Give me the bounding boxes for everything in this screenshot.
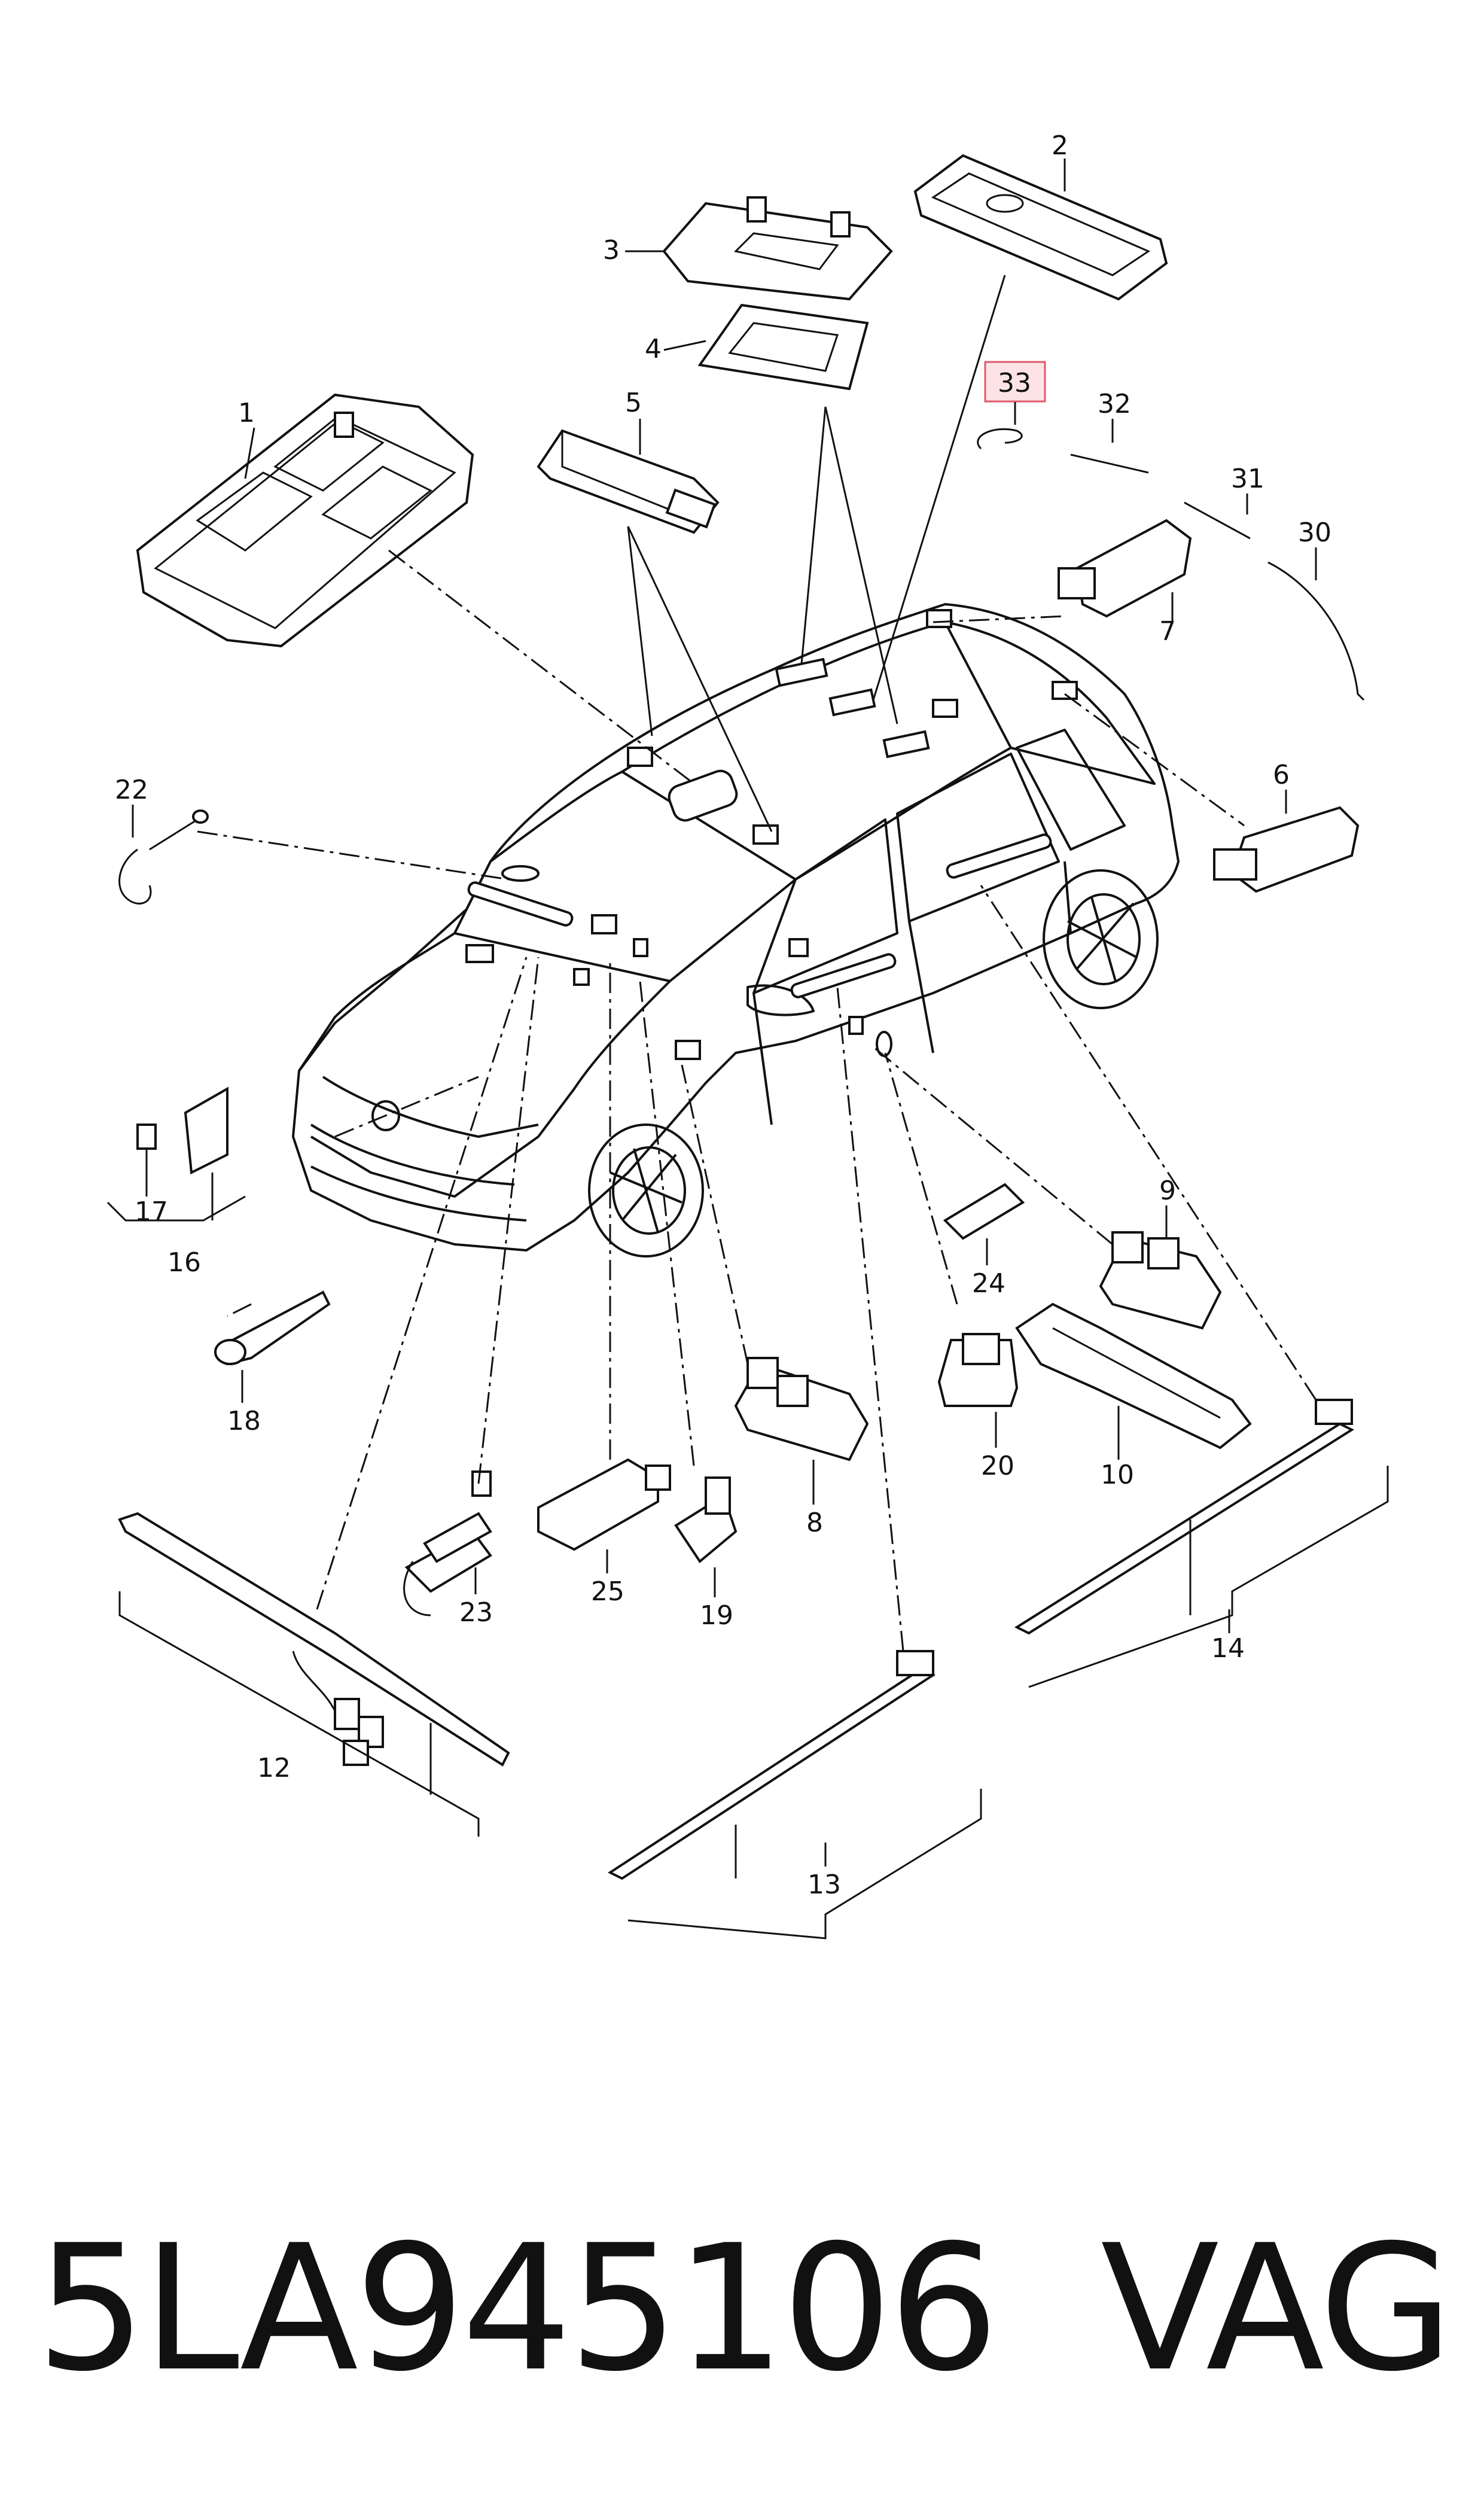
callout-7: 7 [1159, 616, 1176, 647]
callout-18: 18 [227, 1406, 261, 1436]
callout-9: 9 [1159, 1176, 1176, 1206]
callout-10: 10 [1101, 1460, 1134, 1490]
callout-6: 6 [1273, 760, 1290, 790]
part-4-lens [697, 303, 869, 391]
part-33-grip [977, 428, 1023, 450]
car-outline [292, 603, 1180, 1258]
callout-30: 30 [1298, 517, 1331, 548]
callout-14: 14 [1211, 1633, 1245, 1664]
lamp-markers [465, 609, 1078, 1060]
callout-19: 19 [700, 1600, 733, 1631]
callout-31: 31 [1231, 464, 1264, 494]
callout-20: 20 [981, 1451, 1014, 1481]
callout-22: 22 [115, 775, 148, 805]
part-18-holder [214, 1290, 331, 1366]
callout-32: 32 [1098, 389, 1131, 419]
callout-labels: 1 2 3 4 5 6 7 8 9 10 12 13 14 16 17 18 1… [115, 130, 1331, 1900]
part-20-switch [937, 1333, 1019, 1407]
part-19-clip [674, 1476, 738, 1563]
part-5-lamp [537, 429, 720, 534]
callout-33: 33 [998, 368, 1031, 398]
part-3-reading-lamp [662, 196, 893, 301]
part-9-lamp [1099, 1231, 1222, 1330]
callout-4: 4 [645, 334, 662, 364]
callout-2: 2 [1052, 130, 1068, 161]
part-number: 5LA945106 [36, 2208, 999, 2410]
part-12-harness [118, 1512, 510, 1837]
exploded-parts-diagram: 1 2 3 4 5 6 7 8 9 10 12 13 14 16 17 18 1… [106, 130, 1389, 1940]
part-22-bulb [118, 809, 509, 905]
part-10-bracket [1015, 1302, 1252, 1450]
part-31-strip [1184, 501, 1251, 540]
brand-name: VAG [1101, 2208, 1453, 2410]
part-number-footer: 5LA945106 VAG [0, 2202, 1484, 2417]
callout-8: 8 [806, 1508, 823, 1538]
callout-1: 1 [238, 398, 255, 428]
callout-23: 23 [459, 1597, 493, 1628]
part-23-harness [403, 1470, 492, 1616]
part-14-strip [1014, 1399, 1389, 1688]
part-2-lamp [913, 154, 1168, 301]
callout-33-highlight [984, 361, 1046, 403]
callout-ticks [132, 159, 1317, 1867]
part-1-roof-console [136, 393, 474, 648]
callout-12: 12 [257, 1753, 291, 1783]
part-6-lamp [1213, 806, 1360, 893]
callout-3: 3 [603, 235, 620, 266]
part-30-strip [1267, 561, 1365, 701]
part-24-cover [943, 1183, 1025, 1240]
callout-17: 17 [135, 1196, 168, 1227]
callout-24: 24 [972, 1268, 1005, 1299]
part-8-door-lamp [734, 1357, 869, 1462]
callout-5: 5 [625, 388, 642, 418]
part-13-strip [607, 1650, 982, 1940]
callout-16: 16 [167, 1247, 201, 1278]
part-16-socket [106, 1086, 246, 1222]
part-25-module [537, 1458, 671, 1551]
callout-13: 13 [807, 1870, 841, 1900]
leader-lines [227, 275, 1317, 1652]
part-32-strip [1070, 453, 1149, 474]
part-7-lamp [1058, 519, 1192, 618]
callout-25: 25 [591, 1576, 624, 1607]
